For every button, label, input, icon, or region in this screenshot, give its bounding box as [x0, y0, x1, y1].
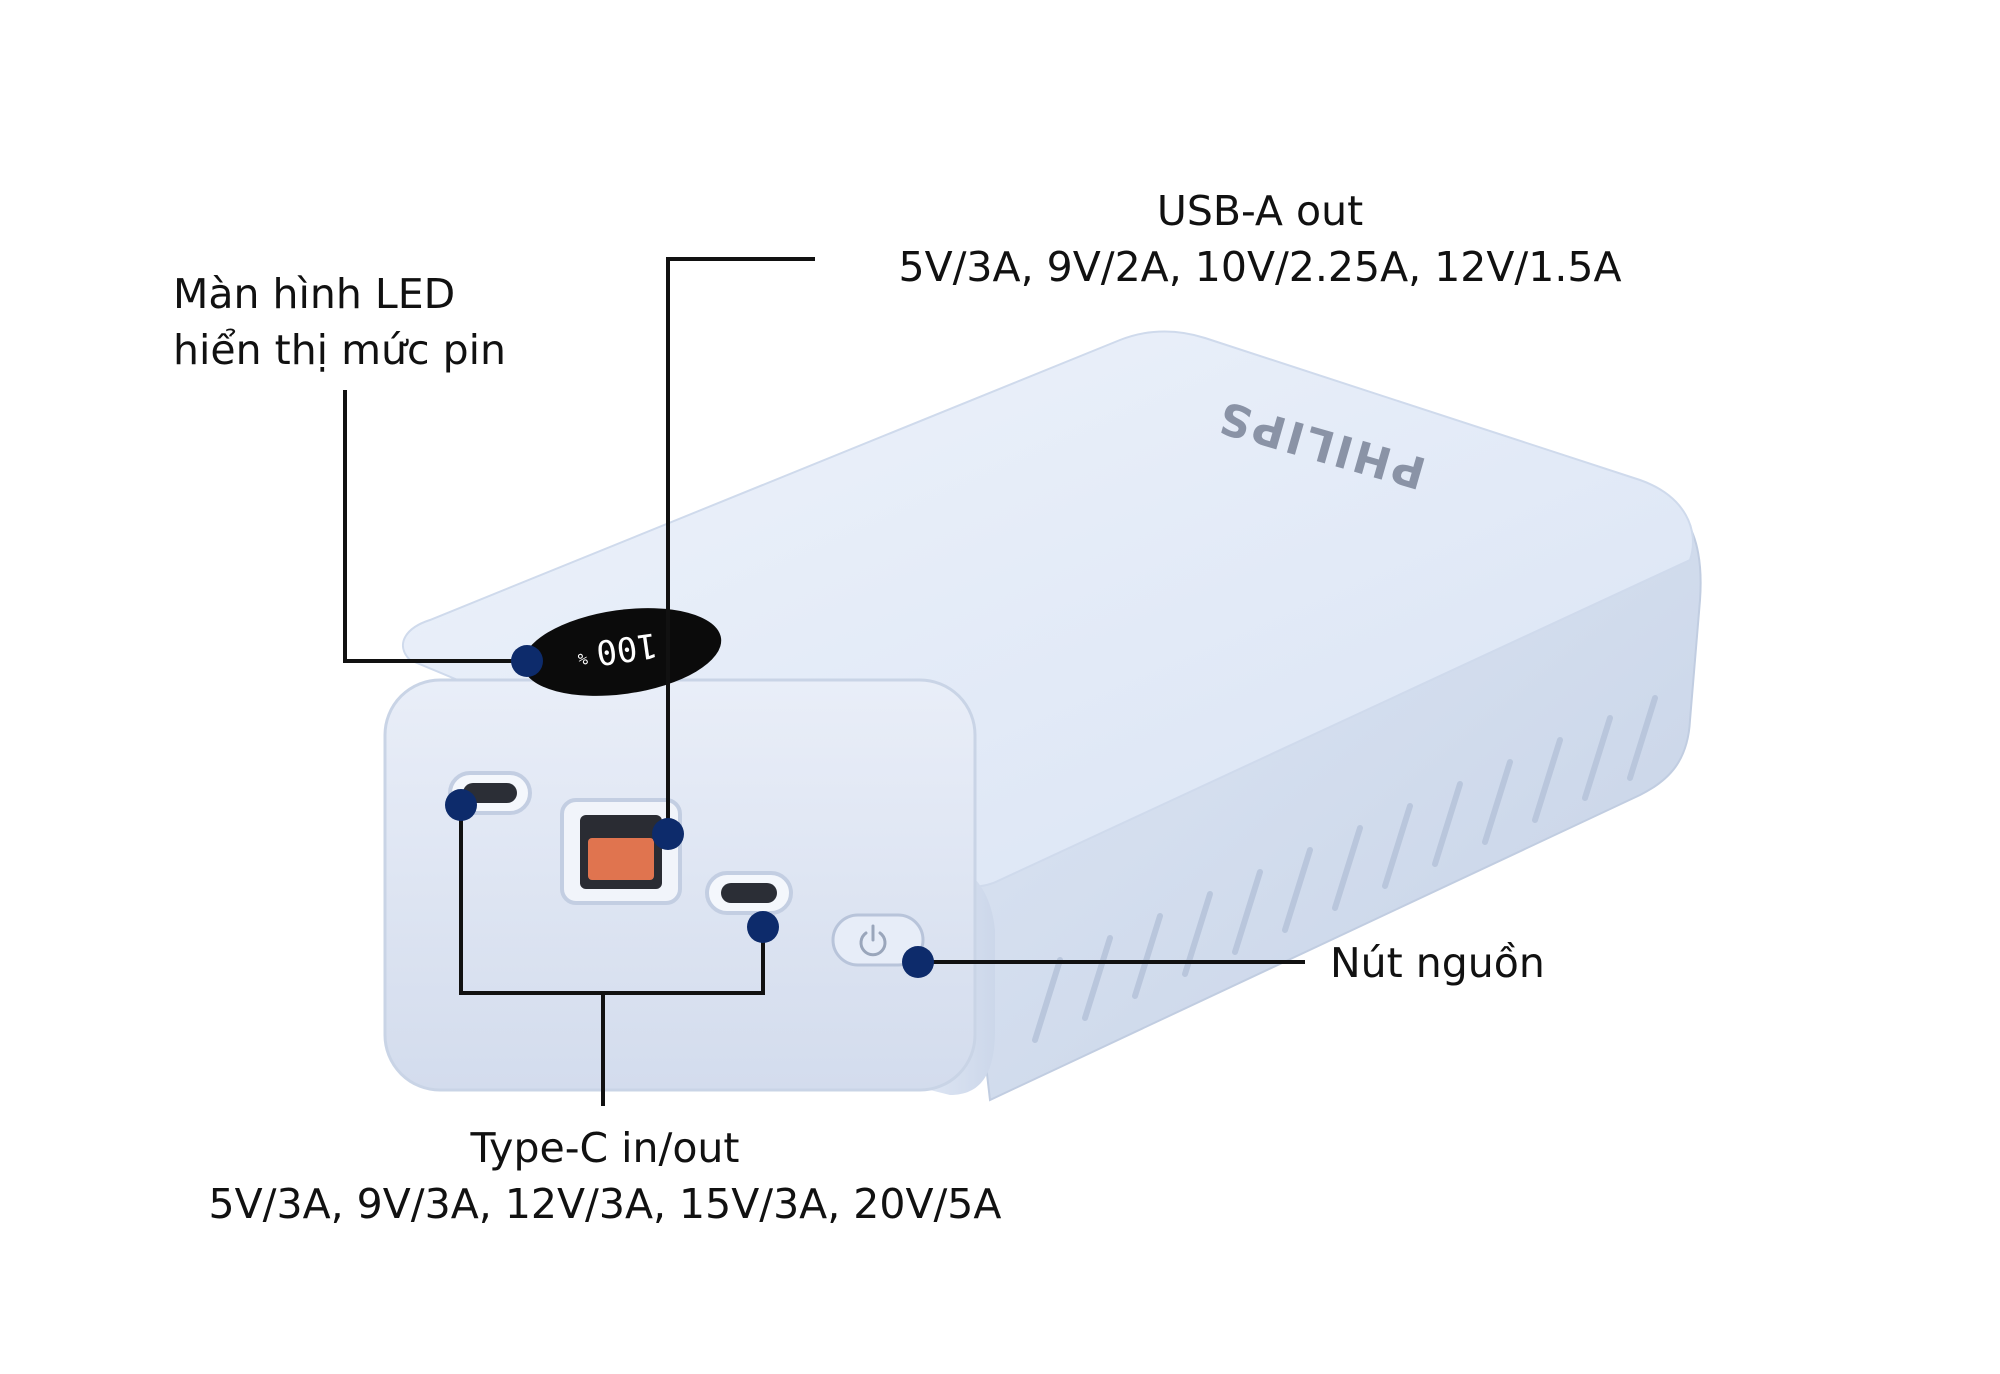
callout-power-label: Nút nguồn — [1330, 935, 1545, 991]
power-button — [831, 913, 925, 967]
callout-led-line2: hiển thị mức pin — [173, 326, 507, 374]
callout-power-title: Nút nguồn — [1330, 939, 1545, 987]
callout-type-c-specs: 5V/3A, 9V/3A, 12V/3A, 15V/3A, 20V/5A — [208, 1180, 1002, 1228]
callout-line-type-c — [459, 805, 765, 995]
display-unit: % — [576, 649, 589, 669]
led-display — [522, 608, 722, 696]
callout-usb-a-title: USB-A out — [1156, 187, 1364, 235]
callout-led-line1: Màn hình LED — [173, 270, 456, 318]
callout-dots — [445, 645, 934, 978]
callout-dot-power — [902, 946, 934, 978]
callout-dot-usb-a — [652, 818, 684, 850]
callout-usb-a-specs: 5V/3A, 9V/2A, 10V/2.25A, 12V/1.5A — [898, 243, 1622, 291]
callout-type-c-label: Type-C in/out 5V/3A, 9V/3A, 12V/3A, 15V/… — [190, 1120, 1020, 1232]
callout-line-usb-a — [666, 257, 815, 834]
grip-ridges — [1032, 695, 1658, 1043]
callout-line-led — [343, 390, 527, 663]
callout-led-label: Màn hình LED hiển thị mức pin — [173, 266, 506, 378]
callout-dot-type-c-left — [445, 789, 477, 821]
display-reading: 100 — [594, 624, 660, 672]
power-icon — [859, 924, 887, 957]
callout-dot-led — [511, 645, 543, 677]
callout-usb-a-label: USB-A out 5V/3A, 9V/2A, 10V/2.25A, 12V/1… — [780, 183, 1740, 295]
callout-type-c-title: Type-C in/out — [470, 1124, 740, 1172]
callout-dot-type-c-right — [747, 911, 779, 943]
callout-lines — [343, 257, 1305, 1106]
